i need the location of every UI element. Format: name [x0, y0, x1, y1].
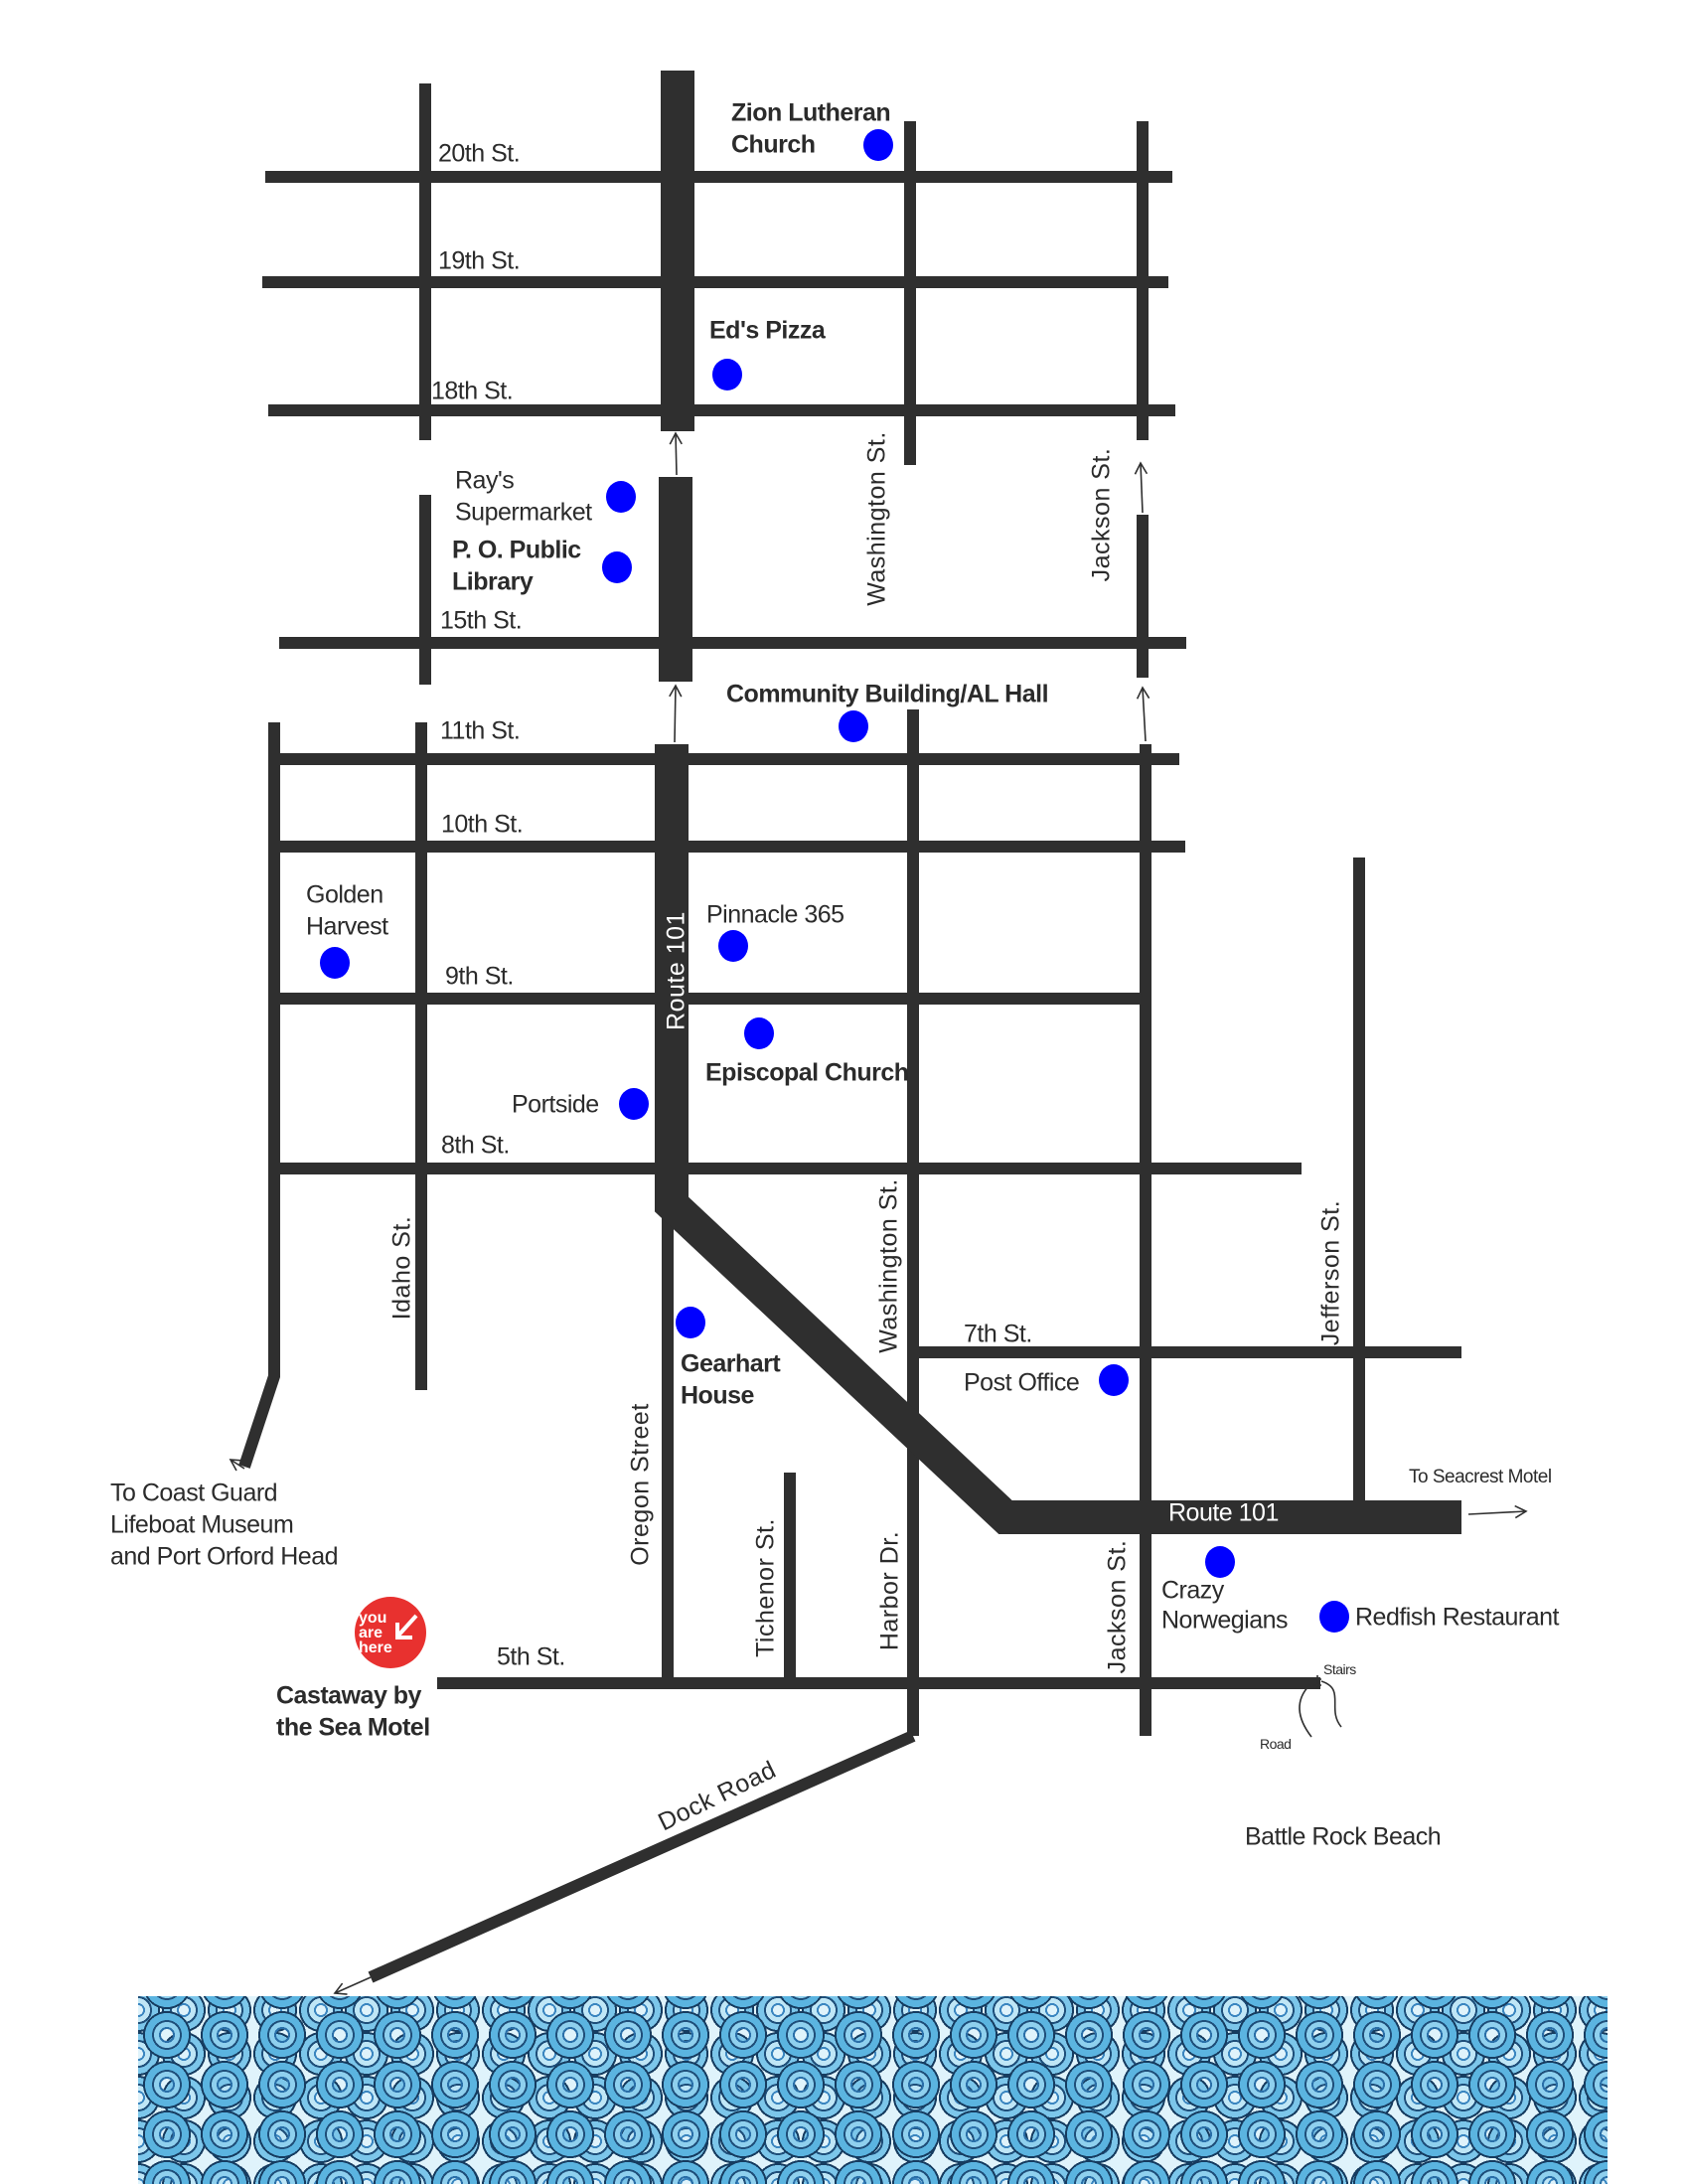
marker-community-building[interactable] [839, 710, 868, 742]
label-washington-st-upper: Washington St. [862, 431, 891, 606]
marker-post-office[interactable] [1099, 1364, 1129, 1396]
label-castaway-2: the Sea Motel [276, 1713, 430, 1742]
marker-redfish-restaurant[interactable] [1319, 1601, 1349, 1633]
marker-eds-pizza[interactable] [712, 359, 742, 390]
marker-rays-supermarket[interactable] [606, 481, 636, 513]
label-20th-st: 20th St. [438, 139, 521, 168]
label-10th-st: 10th St. [441, 810, 524, 839]
dock-road [368, 1730, 916, 1983]
arrow-up-route101-1 [669, 431, 683, 476]
label-portside: Portside [512, 1090, 599, 1119]
label-19th-st: 19th St. [438, 246, 521, 275]
arrow-up-jackson-1 [1134, 461, 1149, 514]
you-are-here-badge: you are here [355, 1597, 426, 1668]
arrow-right-seacrest [1467, 1504, 1528, 1519]
label-11th-st: 11th St. [440, 716, 521, 745]
label-road: Road [1260, 1736, 1292, 1752]
label-harbor-dr: Harbor Dr. [875, 1530, 904, 1651]
label-gearhart-2: House [681, 1381, 754, 1410]
arrow-dock-road [333, 1976, 372, 1995]
label-eds-pizza: Ed's Pizza [709, 316, 826, 345]
label-library-1: P. O. Public [452, 536, 581, 564]
label-9th-st: 9th St. [445, 962, 514, 991]
label-8th-st: 8th St. [441, 1131, 510, 1160]
label-zion-1: Zion Lutheran [731, 98, 891, 127]
label-seacrest-motel: To Seacrest Motel [1409, 1467, 1552, 1487]
label-oregon-street: Oregon Street [626, 1403, 655, 1566]
label-18th-st: 18th St. [431, 377, 514, 405]
label-gearhart-1: Gearhart [681, 1349, 781, 1378]
label-15th-st: 15th St. [440, 606, 523, 635]
arrow-up-route101-2 [669, 684, 683, 743]
label-coast-guard-2: Lifeboat Museum [110, 1510, 294, 1539]
label-pinnacle-365: Pinnacle 365 [706, 900, 844, 929]
marker-gearhart-house[interactable] [676, 1307, 705, 1338]
label-5th-st: 5th St. [497, 1642, 565, 1671]
ocean-waves-illustration [138, 1996, 1608, 2184]
label-crazy-1: Crazy [1161, 1576, 1224, 1605]
label-tichenor-st: Tichenor St. [751, 1518, 780, 1657]
label-post-office: Post Office [964, 1368, 1080, 1397]
marker-library[interactable] [602, 551, 632, 583]
badge-text-here: here [359, 1639, 392, 1656]
arrow-up-jackson-2 [1136, 686, 1150, 742]
label-7th-st: 7th St. [964, 1320, 1032, 1348]
label-route-101-vertical: Route 101 [662, 911, 690, 1030]
label-jefferson-st: Jefferson St. [1316, 1199, 1345, 1346]
label-route-101-horizontal: Route 101 [1168, 1498, 1279, 1527]
marker-episcopal-church[interactable] [744, 1017, 774, 1049]
label-redfish-restaurant: Redfish Restaurant [1355, 1603, 1560, 1632]
stairs-icon [1313, 1675, 1321, 1689]
label-golden-2: Harvest [306, 912, 388, 941]
marker-pinnacle-365[interactable] [718, 930, 748, 962]
label-stairs: Stairs [1323, 1661, 1356, 1677]
badge-text-are: are [359, 1625, 383, 1641]
label-rays-2: Supermarket [455, 498, 592, 527]
label-washington-st-lower: Washington St. [874, 1178, 903, 1353]
label-idaho-st: Idaho St. [387, 1215, 416, 1321]
label-crazy-2: Norwegians [1161, 1606, 1289, 1635]
marker-portside[interactable] [619, 1088, 649, 1120]
marker-crazy-norwegians[interactable] [1205, 1546, 1235, 1578]
street-coast-guard [238, 722, 280, 1469]
badge-text-you: you [359, 1610, 387, 1627]
label-coast-guard-1: To Coast Guard [110, 1479, 278, 1507]
label-jackson-st-upper: Jackson St. [1087, 447, 1116, 582]
route101-lower [655, 744, 1461, 1534]
label-battle-rock-beach: Battle Rock Beach [1245, 1822, 1442, 1851]
label-jackson-st-lower: Jackson St. [1103, 1539, 1132, 1674]
arrow-coast-guard [229, 1459, 245, 1472]
arrow-down-left-icon [395, 1614, 418, 1639]
marker-zion-lutheran[interactable] [863, 129, 893, 161]
label-coast-guard-3: and Port Orford Head [110, 1542, 339, 1571]
label-zion-2: Church [731, 130, 816, 159]
road-path-line [1299, 1684, 1312, 1738]
label-golden-1: Golden [306, 880, 383, 909]
label-community-building: Community Building/AL Hall [726, 680, 1049, 708]
label-library-2: Library [452, 567, 534, 596]
marker-golden-harvest[interactable] [320, 947, 350, 979]
label-castaway-1: Castaway by [276, 1681, 421, 1710]
trail-path-line [1320, 1680, 1342, 1728]
label-episcopal-church: Episcopal Church [705, 1058, 909, 1087]
label-rays-1: Ray's [455, 466, 515, 495]
